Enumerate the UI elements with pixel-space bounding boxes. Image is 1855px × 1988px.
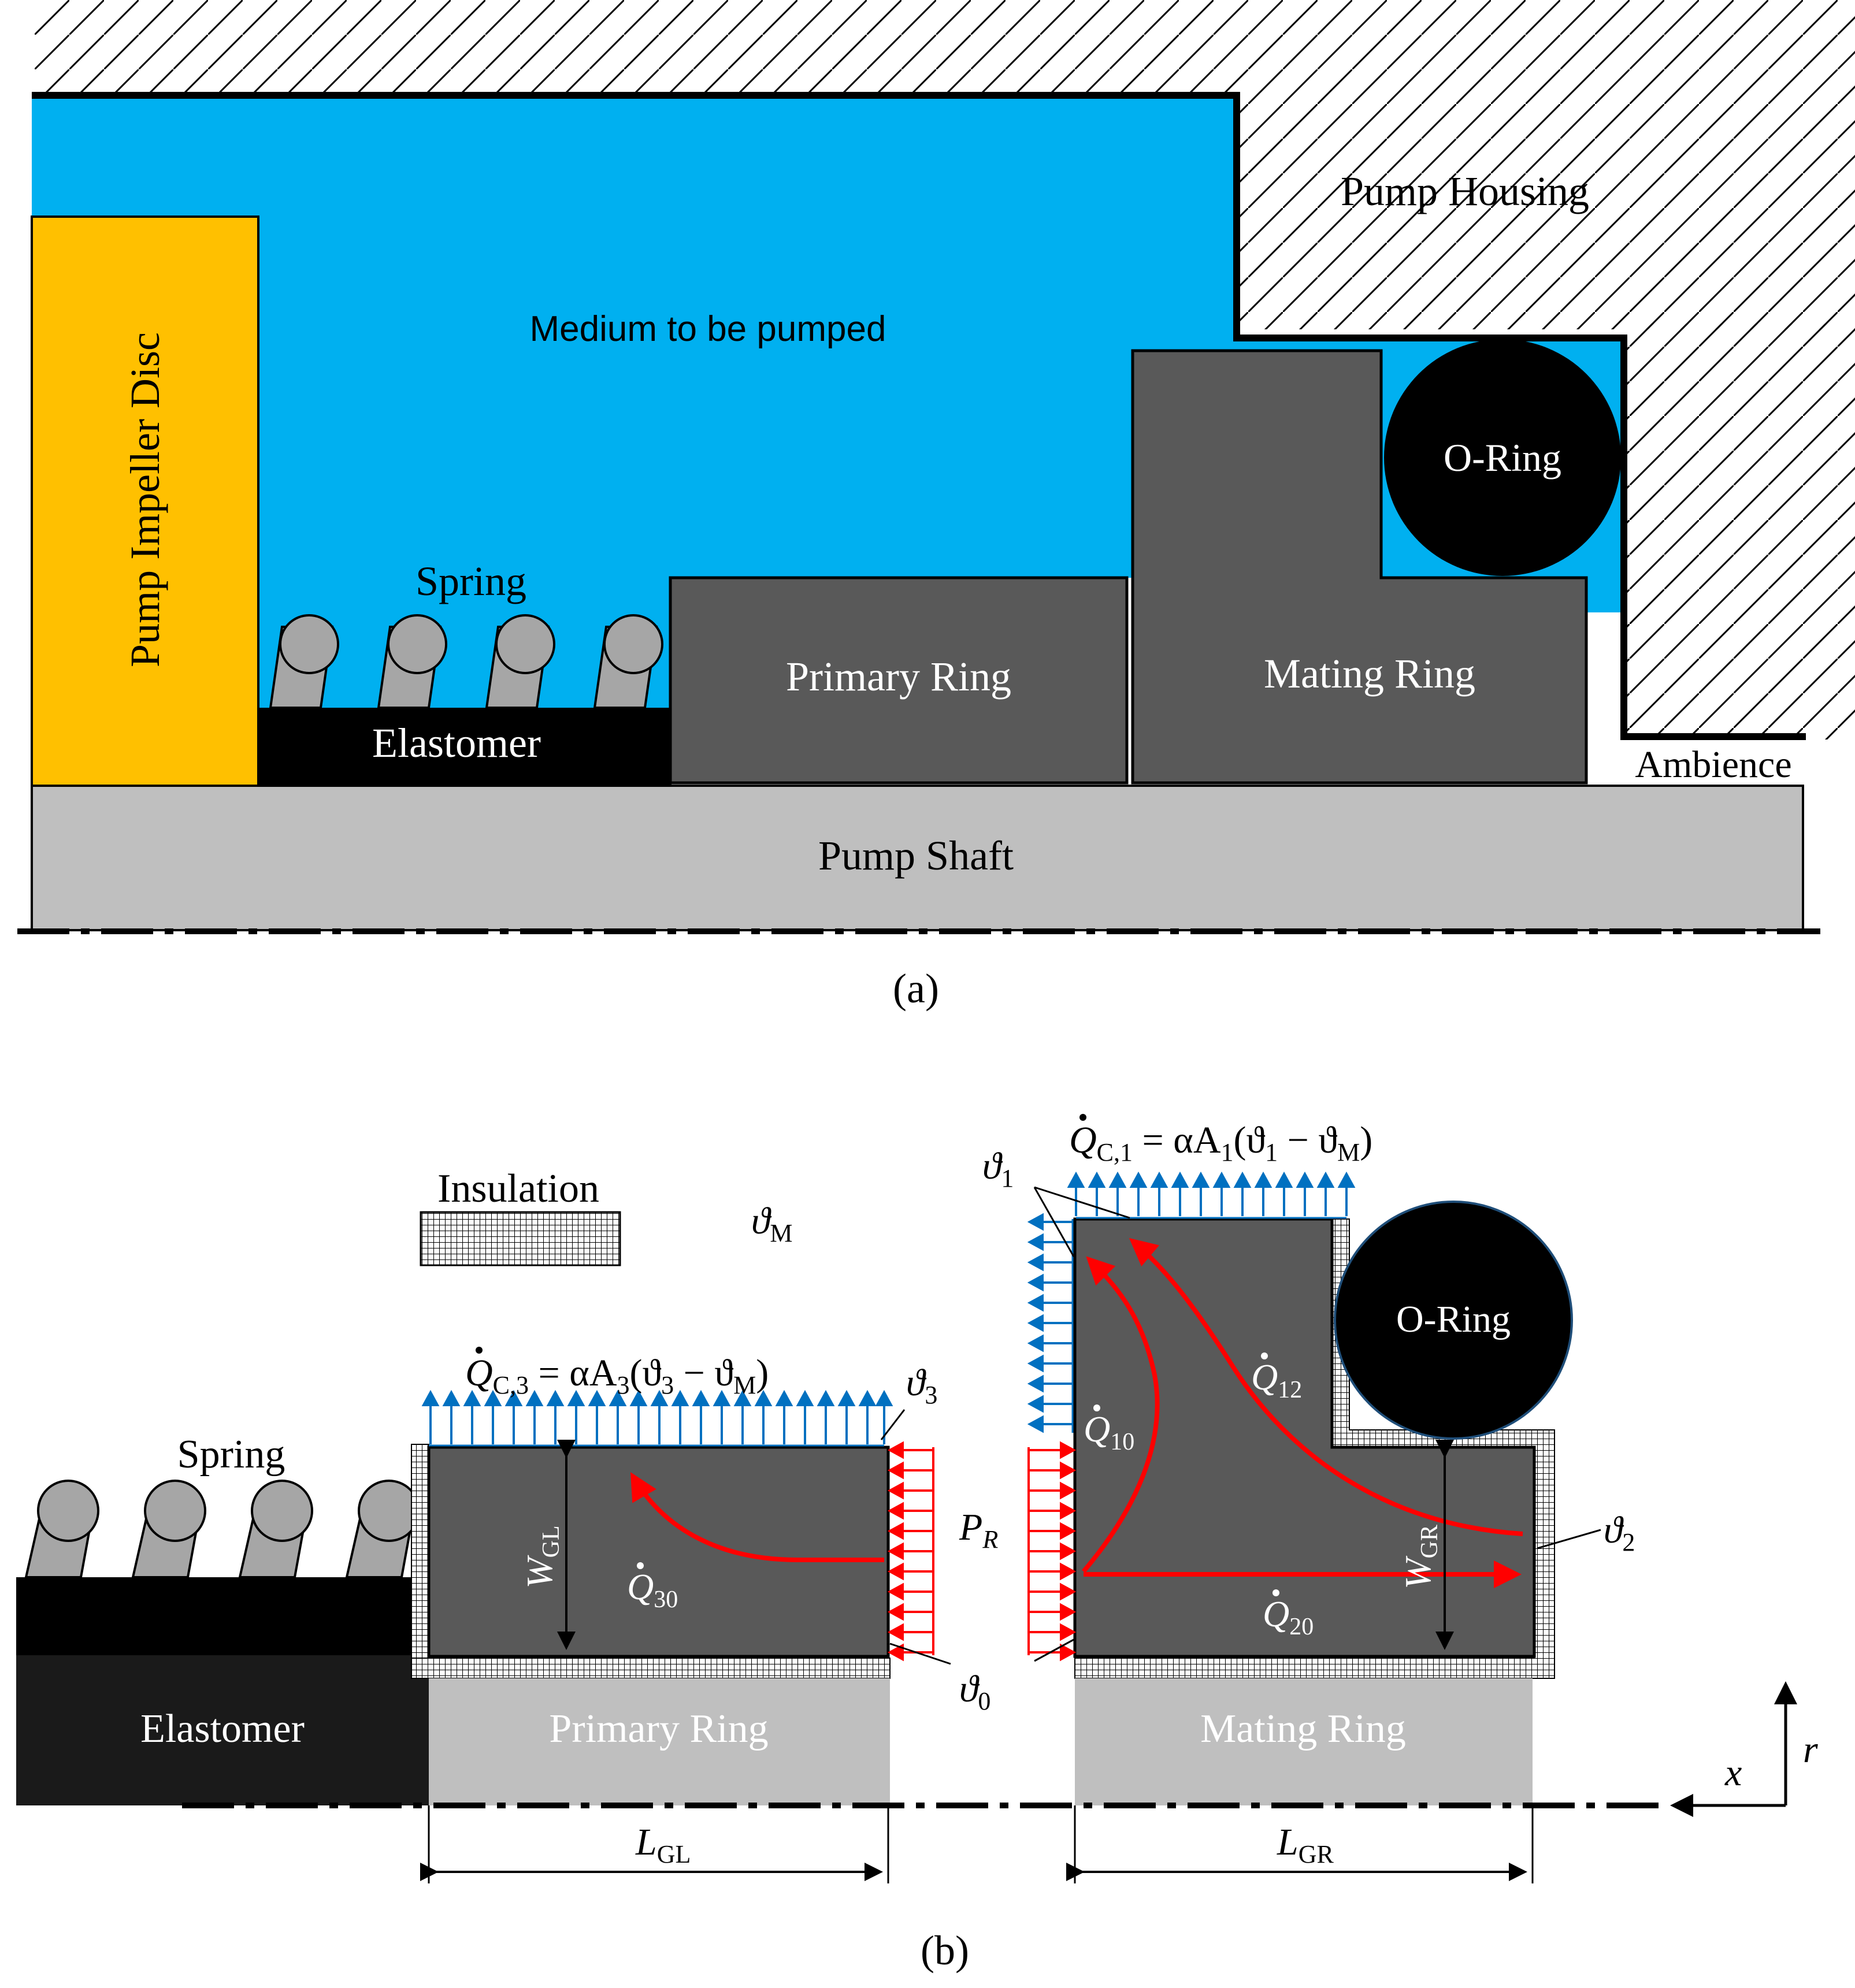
spring-coil — [279, 614, 339, 674]
o-ring-a — [1384, 339, 1621, 576]
elastomer-label-a: Elastomer — [372, 720, 541, 766]
medium-temperature-label: ϑM — [751, 1200, 793, 1247]
spring-coil — [251, 1480, 313, 1542]
theta0-label: ϑ0 — [959, 1668, 990, 1715]
axis-x-label: x — [1724, 1752, 1742, 1794]
insulation-label: Insulation — [437, 1166, 599, 1211]
q10-dot — [1093, 1404, 1100, 1411]
elastomer-a — [258, 708, 671, 786]
primary-ring-label-a: Primary Ring — [786, 653, 1011, 700]
spring-coil — [603, 614, 663, 674]
caption-a: (a) — [893, 965, 939, 1012]
spring-coils-a — [269, 614, 663, 709]
theta1-label: ϑ1 — [982, 1145, 1014, 1192]
wgl-label: WGL — [519, 1525, 565, 1588]
theta0-leader-left — [889, 1643, 951, 1665]
elastomer-upper-b — [16, 1577, 429, 1655]
theta3-leader — [880, 1409, 906, 1440]
q30-dot — [637, 1562, 644, 1569]
panel-b: Insulation ϑM Spring Elastomer Primary R… — [16, 1114, 1818, 1974]
theta2-leader — [1537, 1529, 1601, 1549]
spring-coil — [495, 614, 555, 674]
elastomer-label-b: Elastomer — [140, 1707, 305, 1751]
axis-r-label: r — [1803, 1729, 1818, 1771]
primary-ring-insulation-bottom — [411, 1658, 891, 1679]
spring-coil — [37, 1480, 99, 1542]
theta1-leader-side — [1033, 1187, 1075, 1257]
theta0-leader-right — [1034, 1638, 1074, 1662]
theta2-label: ϑ2 — [1604, 1509, 1635, 1556]
primary-ring-lower-b — [429, 1678, 890, 1805]
insulation-swatch — [420, 1211, 621, 1266]
convection-arrows-primary — [421, 1389, 893, 1444]
pump-shaft-label: Pump Shaft — [818, 833, 1014, 879]
q20-dot — [1272, 1589, 1279, 1596]
caption-b: (b) — [921, 1927, 969, 1974]
mating-ring-label-a: Mating Ring — [1264, 651, 1475, 697]
primary-ring-b — [427, 1446, 890, 1658]
flow-arrow-q12 — [1129, 1238, 1523, 1536]
mating-ring-a — [1131, 349, 1588, 785]
o-ring-label-a: O-Ring — [1444, 436, 1561, 480]
mating-ring-label-b: Mating Ring — [1200, 1707, 1406, 1751]
convection-arrows-mating-left — [1027, 1213, 1074, 1433]
wgr-label: WGR — [1397, 1525, 1443, 1589]
spring-label-a: Spring — [415, 558, 526, 604]
eq-c3-dot — [476, 1347, 483, 1354]
primary-ring-insulation-left — [411, 1444, 429, 1679]
q12-dot — [1261, 1352, 1268, 1359]
eq-heat-convection-3: QC,3 = αA3(ϑ3 − ϑM) — [465, 1352, 769, 1399]
eq-c1-dot — [1079, 1114, 1086, 1121]
pressure-arrows-primary — [887, 1441, 934, 1662]
housing-outline — [32, 92, 1806, 740]
housing-hatch-top — [35, 0, 1855, 740]
primary-ring-label-b: Primary Ring — [549, 1707, 768, 1751]
spring-coil — [144, 1480, 206, 1542]
lgl-label: LGL — [635, 1821, 691, 1868]
pump-shaft — [31, 785, 1804, 931]
mating-ring-lower-b — [1075, 1678, 1533, 1805]
flow-arrow-q10 — [1081, 1256, 1160, 1573]
panel-a: Pump Housing Pump Impeller Disc Medium t… — [17, 0, 1855, 1012]
theta1-leader-top — [1034, 1186, 1130, 1219]
o-ring-label-b: O-Ring — [1396, 1298, 1511, 1340]
primary-ring-a — [669, 576, 1129, 785]
pump-impeller-disc — [31, 215, 259, 787]
pr-label: PR — [959, 1506, 998, 1554]
q30-label: Q30 — [627, 1566, 678, 1613]
eq-heat-convection-1: QC,1 = αA1(ϑ1 − ϑM) — [1069, 1119, 1372, 1166]
medium-label: Medium to be pumped — [530, 309, 886, 349]
spring-label-b: Spring — [177, 1432, 285, 1477]
elastomer-lower-b — [16, 1655, 429, 1805]
spring-coil — [387, 614, 447, 674]
convection-arrows-mating-top — [1067, 1171, 1356, 1219]
q20-label: Q20 — [1263, 1593, 1314, 1640]
pump-housing-label: Pump Housing — [1341, 168, 1589, 214]
theta3-label: ϑ3 — [906, 1362, 937, 1409]
flow-arrow-q30 — [630, 1472, 884, 1562]
q10-label: Q10 — [1084, 1409, 1134, 1455]
ambience-label: Ambience — [1635, 744, 1791, 786]
mating-ring-b — [1073, 1217, 1536, 1658]
q12-label: Q12 — [1251, 1357, 1302, 1403]
spring-coils-b — [24, 1480, 420, 1578]
impeller-label: Pump Impeller Disc — [122, 332, 168, 667]
pressure-arrows-mating — [1027, 1441, 1077, 1662]
o-ring-b — [1334, 1201, 1573, 1440]
lgr-label: LGR — [1277, 1821, 1334, 1868]
spring-coil — [358, 1480, 420, 1542]
